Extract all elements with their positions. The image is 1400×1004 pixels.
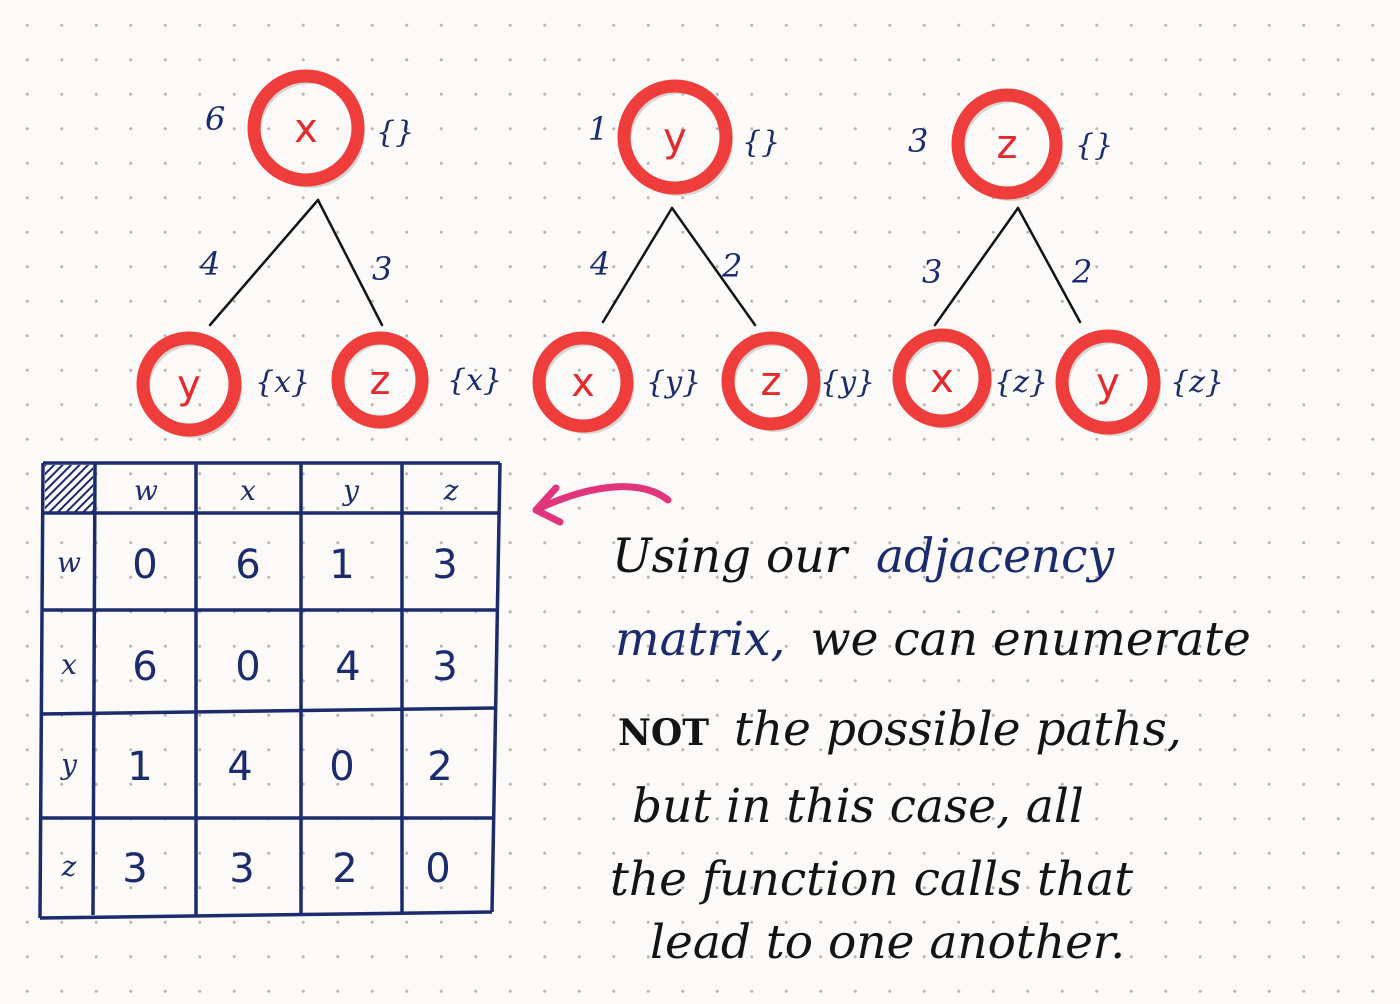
edge-z-y [1016,206,1082,324]
edge-y-z [670,206,757,327]
svg-text:x: x [930,356,954,402]
matrix-cell: 4 [335,644,360,690]
visited-set: {} [1075,128,1113,163]
edge-weight-left: 4 [199,245,220,283]
edge-weight-left: 3 [922,253,942,291]
child-node-z: z [331,331,429,429]
row-header: z [61,850,77,883]
child-node-z: z [721,331,821,432]
root-node-x: x [247,69,365,188]
adjacency-matrix: w x y z w x y z 0 6 1 3 6 0 4 3 1 4 0 2 … [38,461,502,920]
matrix-cell: 3 [122,846,147,892]
explanation-note: Using our adjacency matrix, we can enume… [610,529,1251,970]
root-weight: 1 [588,110,608,148]
svg-text:y: y [177,362,201,408]
visited-set: {x} [255,365,310,400]
edge-z-x [933,206,1020,327]
matrix-cell: 0 [329,744,354,790]
matrix-cell: 3 [432,542,457,588]
svg-text:x: x [294,106,318,152]
note-line-1: Using our adjacency [612,529,1115,584]
note-line-4: but in this case, all [632,779,1084,834]
visited-set: {} [742,125,780,160]
matrix-cell: 6 [235,542,260,588]
note-line-5: the function calls that [610,852,1133,907]
child-node-x: x [892,328,992,429]
visited-set: {y} [820,365,875,400]
child-node-x: x [532,331,634,434]
matrix-corner-hatch [45,465,93,512]
row-header: x [61,648,77,681]
matrix-cell: 0 [425,846,450,892]
note-line-2: matrix, we can enumerate [615,612,1251,667]
matrix-cell: 2 [332,846,357,892]
arrow-icon [532,483,672,526]
column-header: y [341,474,360,507]
svg-text:y: y [663,115,687,161]
column-header: x [240,474,256,507]
edge-x-z [316,198,384,327]
child-node-y: y [136,331,242,438]
matrix-cell: 1 [127,744,152,790]
matrix-cell: 3 [432,644,457,690]
visited-set: {z} [1170,365,1224,400]
visited-set: {y} [646,365,701,400]
svg-text:y: y [1096,360,1120,406]
visited-set: {z} [994,365,1048,400]
column-header: z [443,474,459,507]
matrix-cell: 0 [132,542,157,588]
call-tree-y: 4 2 1 y {} x {y} z {y} [532,79,875,434]
edge-weight-left: 4 [589,245,610,283]
edge-weight-right: 2 [721,247,742,285]
matrix-cell: 6 [132,644,157,690]
visited-set: {x} [447,363,502,398]
root-weight: 3 [908,122,928,160]
row-header: y [59,748,78,781]
call-tree-z: 3 2 3 z {} x {z} y {z} [892,88,1224,436]
column-header: w [134,474,158,507]
root-node-y: y [617,79,733,196]
note-line-3: NOT the possible paths, [618,702,1182,757]
root-weight: 6 [205,100,225,138]
visited-set: {} [376,115,414,150]
call-tree-x: 4 3 6 x {} y {x} z {x} [136,69,502,438]
row-header: w [57,546,81,579]
edge-y-x [601,206,674,324]
svg-text:x: x [571,360,595,406]
note-line-6: lead to one another. [650,915,1125,970]
svg-text:z: z [997,122,1018,168]
matrix-cell: 0 [235,644,260,690]
edge-weight-right: 3 [372,250,392,288]
svg-text:z: z [370,358,391,404]
edge-x-y [208,198,320,327]
matrix-cell: 2 [427,744,452,790]
matrix-cell: 4 [227,744,252,790]
matrix-cell: 3 [229,846,254,892]
edge-weight-right: 2 [1071,253,1092,291]
svg-text:z: z [761,359,782,405]
root-node-z: z [951,88,1063,201]
matrix-cell: 1 [329,542,354,588]
child-node-y: y [1055,329,1161,436]
